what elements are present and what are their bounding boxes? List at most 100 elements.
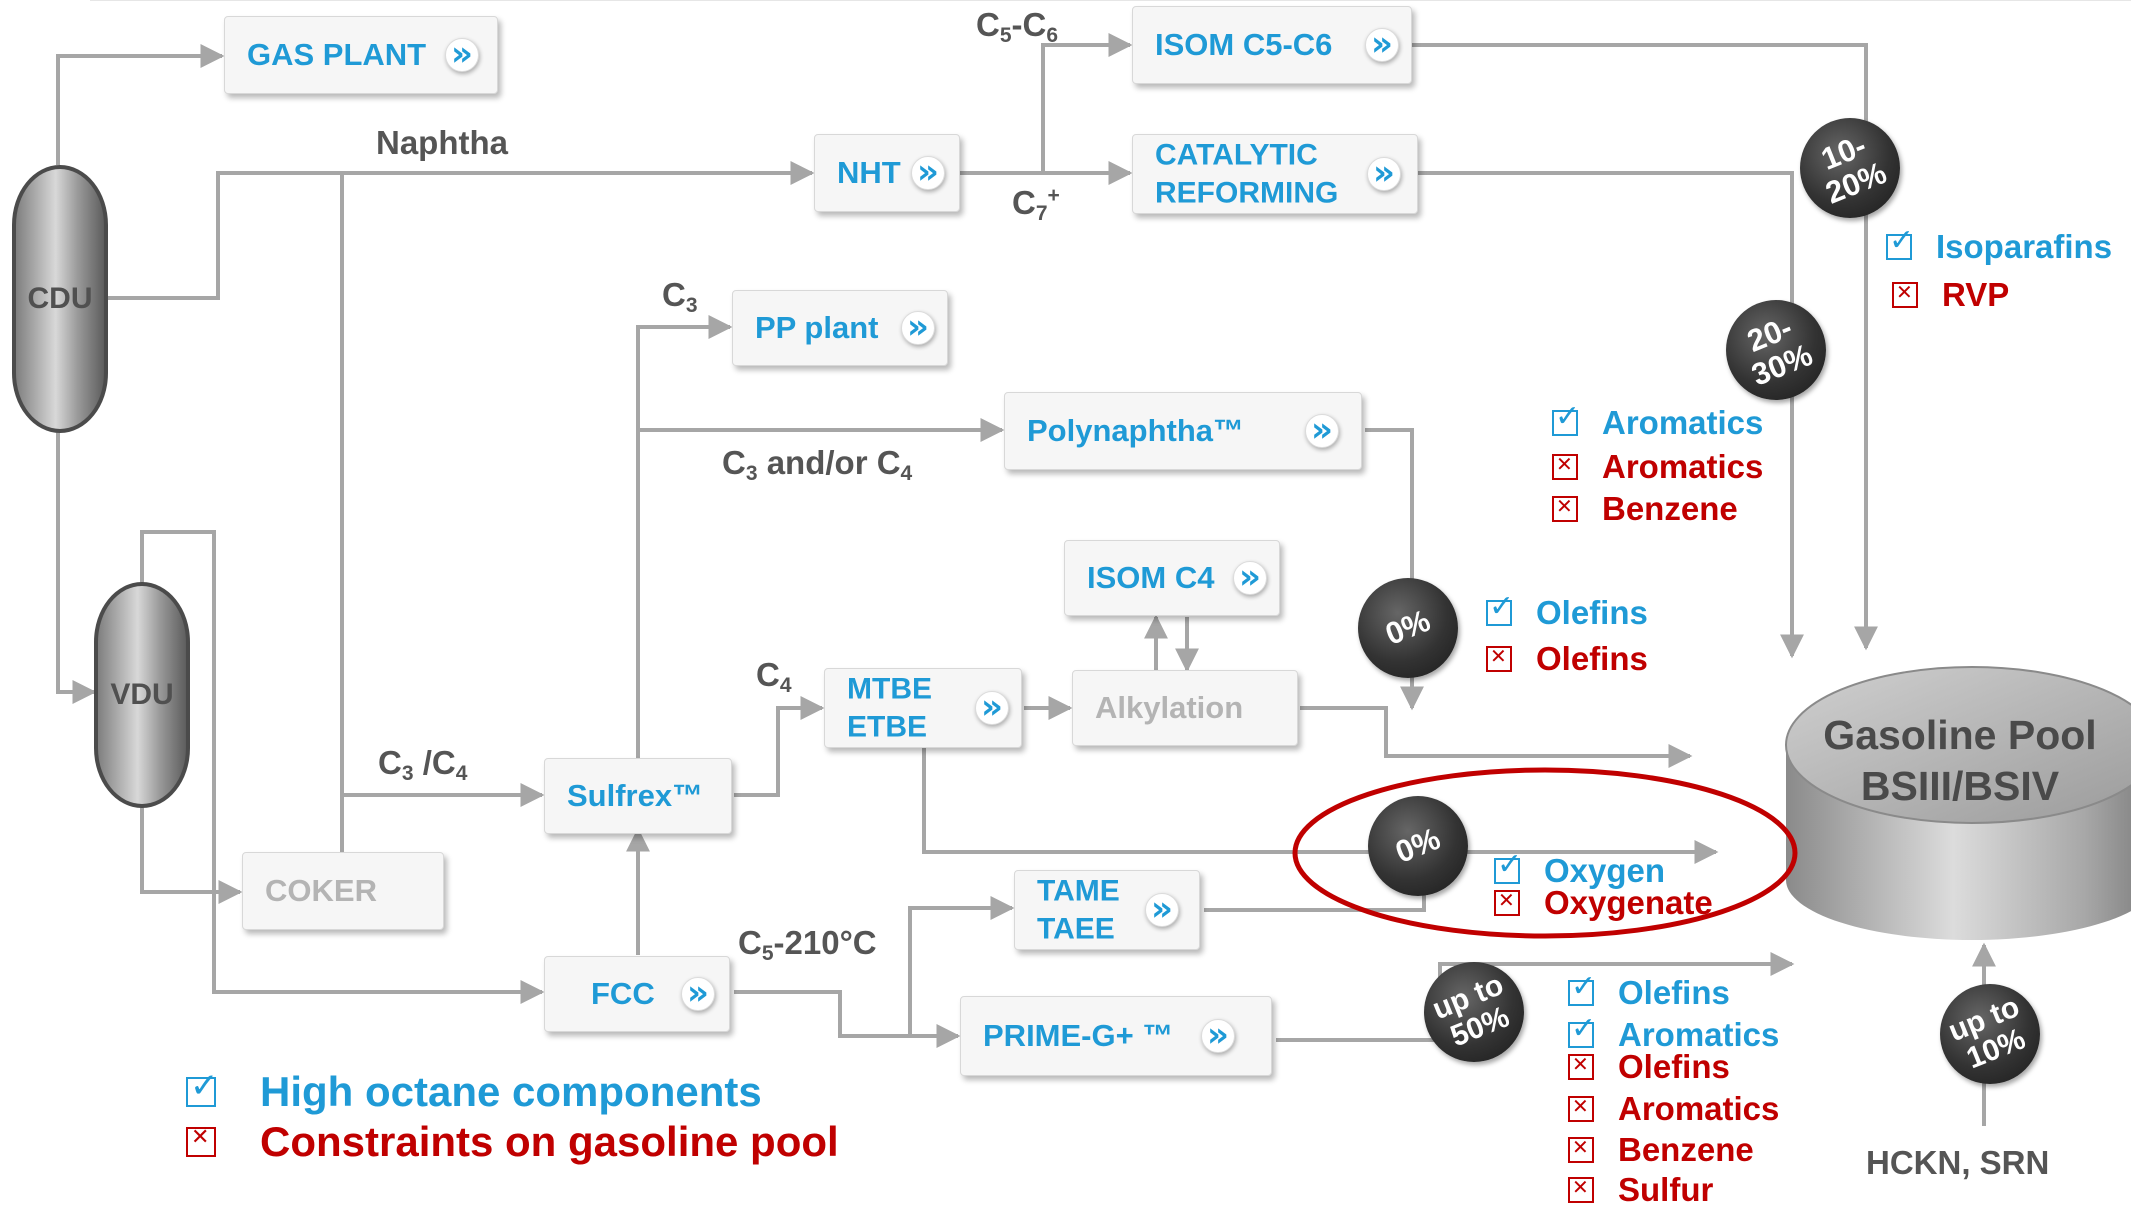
catalytic-reforming-box[interactable]: CATALYTIC REFORMING: [1132, 134, 1418, 214]
isom-c4-label: ISOM C4: [1087, 560, 1215, 596]
check-item: Olefins: [1486, 640, 1648, 678]
gasoline-pool-label: Gasoline Pool BSIII/BSIV: [1780, 710, 2131, 813]
isom-c4-box[interactable]: ISOM C4: [1064, 540, 1280, 616]
checkbox-checked-icon: [1494, 847, 1522, 884]
c5-210c-stream-label: C5-210°C: [738, 924, 877, 965]
check-item: Isoparafins: [1886, 223, 2112, 266]
mtbe-etbe-box[interactable]: MTBE ETBE: [824, 668, 1022, 748]
checkbox-checked-icon: [1552, 399, 1580, 436]
gasoline-pool-title: Gasoline Pool: [1823, 712, 2097, 758]
checkbox-crossed-icon: [1568, 1175, 1594, 1203]
chevron-right-icon[interactable]: [911, 152, 945, 192]
hckn-srn-label: HCKN, SRN: [1866, 1144, 2050, 1181]
alkylation-label: Alkylation: [1095, 690, 1244, 726]
polynaphtha-label: Polynaphtha™: [1027, 413, 1245, 449]
prime-g-label: PRIME-G+ ™: [983, 1018, 1174, 1054]
coker-label: COKER: [265, 873, 377, 909]
polynaphtha-box[interactable]: Polynaphtha™: [1004, 392, 1362, 470]
hckn-share-badge: up to 10%: [1940, 984, 2040, 1084]
naphtha-label: Naphtha: [376, 124, 508, 161]
legend-constraints-label: Constraints on gasoline pool: [260, 1118, 839, 1165]
chevron-right-icon[interactable]: [1305, 410, 1339, 450]
cdu-column: CDU: [12, 165, 108, 433]
nht-box[interactable]: NHT: [814, 134, 960, 212]
checkbox-checked-icon: [1568, 969, 1596, 1006]
catalytic-reforming-label: CATALYTIC REFORMING: [1155, 138, 1339, 210]
alkylation-box[interactable]: Alkylation: [1072, 670, 1298, 746]
chevron-right-icon[interactable]: [445, 34, 479, 74]
prime-g-box[interactable]: PRIME-G+ ™: [960, 996, 1272, 1076]
tame-taee-label: TAME TAEE: [1037, 874, 1120, 946]
legend-high-octane-label: High octane components: [260, 1068, 762, 1115]
fcc-box[interactable]: FCC: [544, 956, 730, 1032]
check-item: Oxygenate: [1494, 884, 1713, 922]
check-item: Oxygen: [1494, 847, 1665, 890]
checkbox-checked-icon: [1486, 589, 1514, 626]
coker-box[interactable]: COKER: [242, 852, 444, 930]
checkbox-crossed-icon: [1568, 1094, 1594, 1122]
vdu-label: VDU: [110, 678, 174, 711]
check-item: Olefins: [1568, 1048, 1730, 1086]
fcc-share-badge: up to 50%: [1424, 962, 1524, 1062]
check-item: Sulfur: [1568, 1171, 1713, 1209]
chevron-right-icon[interactable]: [901, 307, 935, 347]
vdu-column: VDU: [94, 582, 190, 808]
c7-plus-stream-label: C7+: [1012, 184, 1060, 225]
gasoline-pool-standard: BSIII/BSIV: [1860, 763, 2060, 810]
checkbox-crossed-icon: [186, 1125, 216, 1157]
chevron-right-icon[interactable]: [1201, 1015, 1235, 1055]
check-item: Olefins: [1568, 969, 1730, 1012]
chevron-right-icon[interactable]: [1145, 889, 1179, 929]
isom-share-badge: 10- 20%: [1800, 118, 1900, 218]
check-item: Benzene: [1568, 1131, 1754, 1169]
chevron-right-icon[interactable]: [975, 687, 1009, 727]
c4-stream-label: C4: [756, 656, 792, 697]
c3-and-or-c4-stream-label: C3 and/or C4: [722, 444, 913, 485]
c3-stream-label: C3: [662, 276, 698, 317]
pp-plant-box[interactable]: PP plant: [732, 290, 948, 366]
checkbox-crossed-icon: [1892, 280, 1918, 308]
legend-constraints: Constraints on gasoline pool: [186, 1118, 839, 1166]
checkbox-checked-icon: [1568, 1011, 1596, 1048]
fcc-label: FCC: [591, 976, 655, 1012]
check-item: Aromatics: [1552, 399, 1763, 442]
isom-c5c6-box[interactable]: ISOM C5-C6: [1132, 6, 1412, 84]
check-item: Aromatics: [1568, 1011, 1779, 1054]
check-item: Benzene: [1552, 490, 1738, 528]
checkbox-checked-icon: [186, 1066, 219, 1107]
reforming-share-badge: 20- 30%: [1726, 300, 1826, 400]
checkbox-checked-icon: [1886, 223, 1914, 260]
chevron-right-icon[interactable]: [1367, 153, 1401, 193]
gas-plant-box[interactable]: GAS PLANT: [224, 16, 498, 94]
gasoline-pool-drum: [1785, 666, 2131, 940]
checkbox-crossed-icon: [1568, 1052, 1594, 1080]
legend-high-octane: High octane components: [186, 1066, 762, 1116]
oxygenate-highlight-ellipse: [1292, 767, 1798, 939]
checkbox-crossed-icon: [1552, 452, 1578, 480]
c3-c4-stream-label: C3 /C4: [378, 744, 468, 785]
oxygenate-share-badge: 0%: [1368, 796, 1468, 896]
check-item: Aromatics: [1552, 448, 1763, 486]
check-item: Aromatics: [1568, 1090, 1779, 1128]
chevron-right-icon[interactable]: [681, 973, 715, 1013]
sulfrex-label: Sulfrex™: [567, 778, 704, 814]
checkbox-crossed-icon: [1486, 644, 1512, 672]
check-item: RVP: [1892, 276, 2009, 314]
gas-plant-label: GAS PLANT: [247, 37, 427, 73]
mtbe-etbe-label: MTBE ETBE: [847, 672, 932, 744]
checkbox-crossed-icon: [1552, 494, 1578, 522]
cdu-label: CDU: [27, 282, 93, 315]
poly-share-badge: 0%: [1358, 578, 1458, 678]
checkbox-crossed-icon: [1494, 888, 1520, 916]
tame-taee-box[interactable]: TAME TAEE: [1014, 870, 1200, 950]
nht-label: NHT: [837, 155, 901, 191]
pp-plant-label: PP plant: [755, 310, 879, 346]
c5-c6-stream-label: C5-C6: [976, 6, 1059, 47]
checkbox-crossed-icon: [1568, 1135, 1594, 1163]
sulfrex-box[interactable]: Sulfrex™: [544, 758, 732, 834]
chevron-right-icon[interactable]: [1233, 557, 1267, 597]
isom-c5c6-label: ISOM C5-C6: [1155, 27, 1333, 63]
chevron-right-icon[interactable]: [1365, 24, 1399, 64]
